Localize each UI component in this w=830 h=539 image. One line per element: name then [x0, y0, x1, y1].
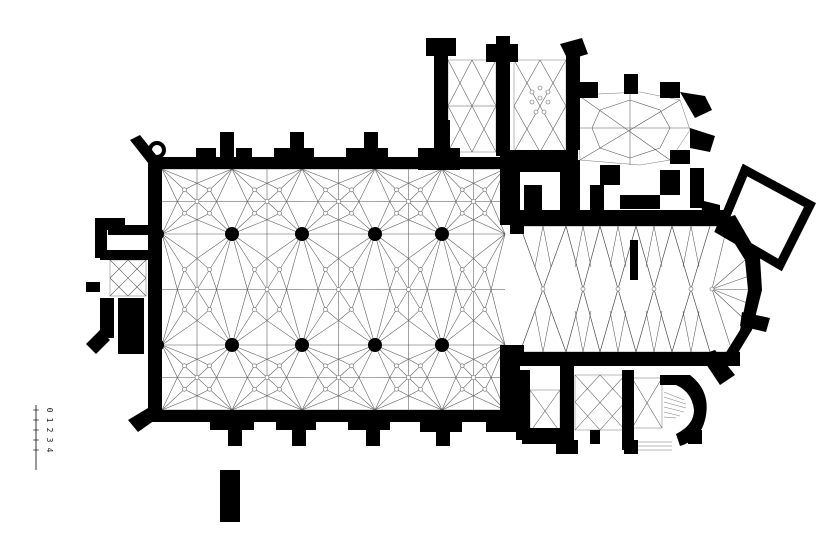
west-porch-vault: [109, 259, 147, 297]
spiral-staircase: [663, 391, 687, 419]
scale-label-1: 1: [45, 418, 54, 423]
scale-label-0: 0: [45, 408, 54, 413]
scale-label-3: 3: [45, 438, 54, 443]
nave-vault-pattern: [161, 168, 506, 411]
scale-label-2: 2: [45, 428, 54, 433]
scale-label-4: 4: [45, 448, 54, 453]
detached-pier: [220, 470, 240, 522]
walls: [86, 36, 770, 454]
scale-bar: 0 1 2 3 4: [33, 405, 54, 470]
